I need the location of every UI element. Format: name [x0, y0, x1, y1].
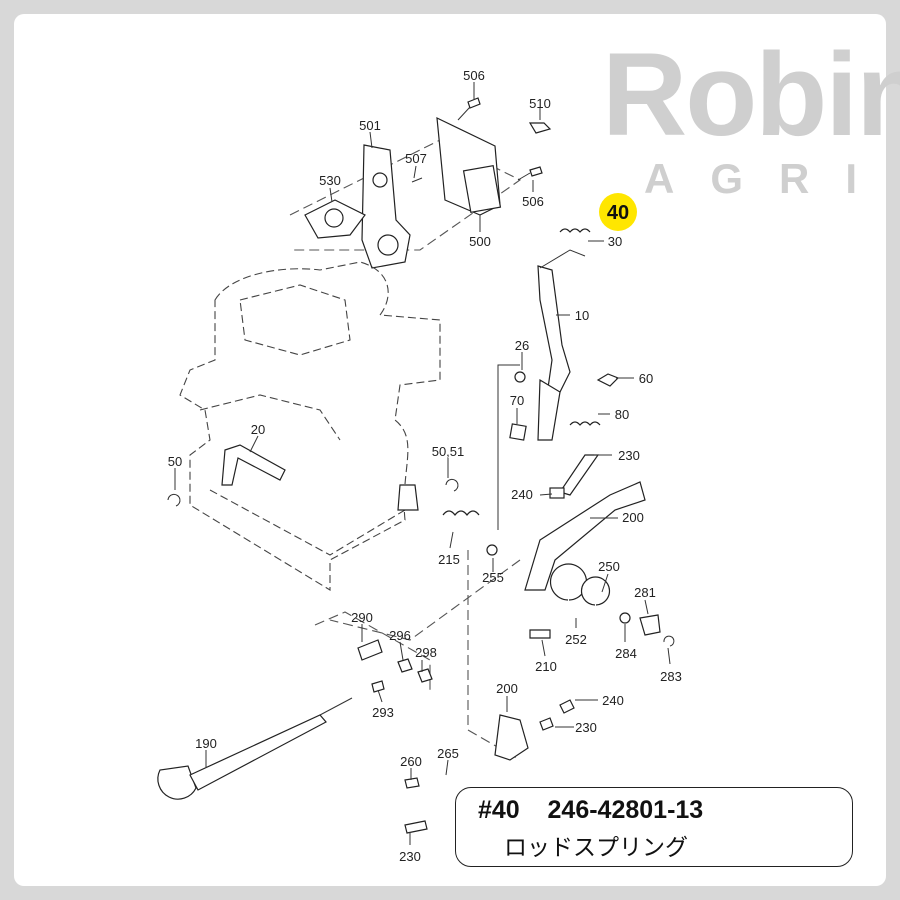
- label-265: 265: [437, 746, 459, 761]
- label-20: 20: [251, 422, 265, 437]
- label-506-mid: 506: [522, 194, 544, 209]
- label-290: 290: [351, 610, 373, 625]
- part-230-bolt: [559, 454, 600, 496]
- label-255: 255: [482, 570, 504, 585]
- leader-lines: [174, 82, 671, 845]
- label-252: 252: [565, 632, 587, 647]
- label-298: 298: [415, 645, 437, 660]
- label-250: 250: [598, 559, 620, 574]
- part-40-spring: [559, 228, 591, 233]
- bracket-group: [289, 97, 552, 269]
- label-296: 296: [389, 628, 411, 643]
- label-80: 80: [615, 407, 629, 422]
- label-26: 26: [515, 338, 529, 353]
- label-510: 510: [529, 96, 551, 111]
- part-20-shaft: [221, 444, 286, 486]
- part-info-callout: #40 246-42801-13 ロッドスプリング: [455, 787, 853, 867]
- highlight-label: 40: [607, 202, 629, 224]
- label-530: 530: [319, 173, 341, 188]
- label-200-low: 200: [496, 681, 518, 696]
- brand-logo-robin: Robin: [602, 29, 900, 161]
- label-293: 293: [372, 705, 394, 720]
- callout-part-name: ロッドスプリング: [504, 835, 688, 861]
- label-506-top: 506: [463, 68, 485, 83]
- label-230-low: 230: [575, 720, 597, 735]
- label-501: 501: [359, 118, 381, 133]
- brand-logo-agri: AGRI: [644, 155, 893, 202]
- label-30: 30: [608, 234, 622, 249]
- lower-parts: [157, 611, 575, 834]
- label-283: 283: [660, 669, 682, 684]
- callout-line-1: #40 246-42801-13: [478, 796, 703, 825]
- label-60: 60: [639, 371, 653, 386]
- part-labels: 506 510 501 507 530 506 500 30 10 26 60 …: [168, 68, 682, 864]
- lever-assembly: [497, 228, 620, 530]
- part-200-pedal: [524, 481, 646, 591]
- label-10: 10: [575, 308, 589, 323]
- part-215-spring: [442, 510, 480, 516]
- shaft-assembly: [167, 444, 480, 516]
- diagram-frame: Robin AGRI: [14, 14, 900, 886]
- part-190-cable: [189, 714, 327, 791]
- pedal-assembly: [329, 454, 675, 761]
- label-70: 70: [510, 393, 524, 408]
- part-10-lever: [537, 265, 571, 393]
- label-50: 50: [168, 454, 182, 469]
- label-240-mid: 240: [511, 487, 533, 502]
- highlight-circle: [599, 193, 637, 231]
- label-50-51: 50,51: [432, 444, 465, 459]
- callout-part-ref: #40: [478, 796, 520, 824]
- label-230-mid: 230: [618, 448, 640, 463]
- part-190-knob: [157, 765, 197, 800]
- part-30-rod: [539, 249, 586, 269]
- label-240-low: 240: [602, 693, 624, 708]
- label-284: 284: [615, 646, 637, 661]
- label-215: 215: [438, 552, 460, 567]
- label-200-mid: 200: [622, 510, 644, 525]
- parts-diagram: 40 506 510 501 507 530 506 500 30 10 26 …: [157, 68, 682, 864]
- callout-part-number: 246-42801-13: [547, 796, 704, 824]
- label-230-bottom: 230: [399, 849, 421, 864]
- label-210: 210: [535, 659, 557, 674]
- label-260: 260: [400, 754, 422, 769]
- label-281: 281: [634, 585, 656, 600]
- part-50-clip: [167, 493, 181, 507]
- label-500-top: 500: [469, 234, 491, 249]
- engine-outline: [179, 261, 441, 591]
- label-507: 507: [405, 151, 427, 166]
- label-190: 190: [195, 736, 217, 751]
